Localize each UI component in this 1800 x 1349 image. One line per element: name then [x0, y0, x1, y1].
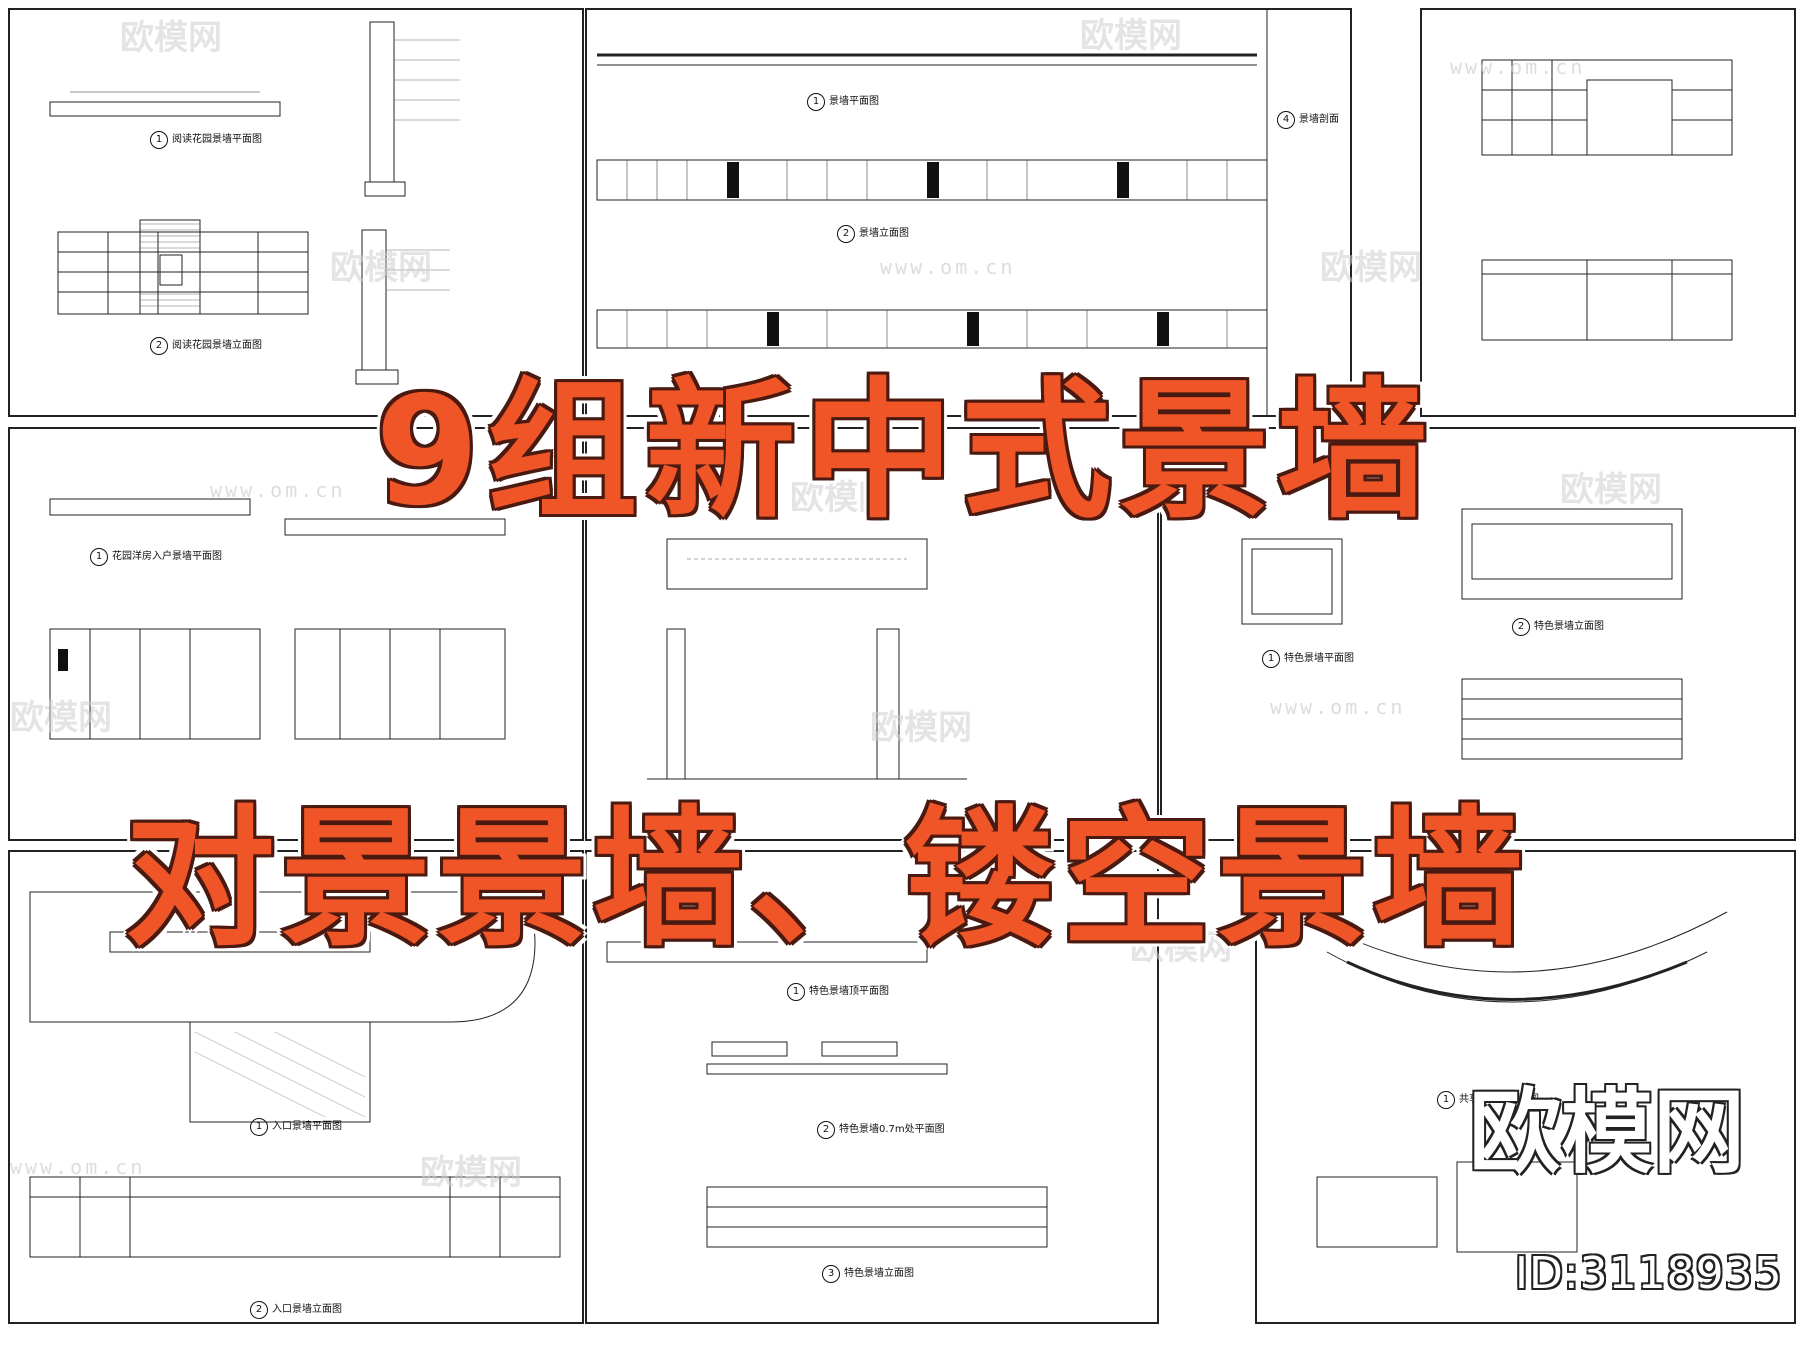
headline-title: 9组新中式景墙	[375, 365, 1436, 539]
brand-logo-text: 欧模网	[1468, 1079, 1745, 1186]
cad-linework	[49, 498, 506, 740]
cad-linework	[647, 538, 967, 780]
cad-linework	[1481, 59, 1733, 341]
brand-id: ID:3118935	[1515, 1248, 1783, 1299]
drawing-sheet-sub-entrance	[1420, 8, 1796, 417]
cad-linework	[1241, 508, 1683, 760]
cad-linework	[606, 941, 1048, 1248]
drawing-sheet-central-feature	[585, 427, 1159, 841]
headline-subtitle: 对景景墙、镂空景墙	[125, 793, 1530, 967]
cad-linework	[49, 21, 460, 385]
cad-linework	[1296, 881, 1728, 1253]
cad-linework	[596, 10, 1268, 415]
cad-linework	[29, 891, 561, 1258]
